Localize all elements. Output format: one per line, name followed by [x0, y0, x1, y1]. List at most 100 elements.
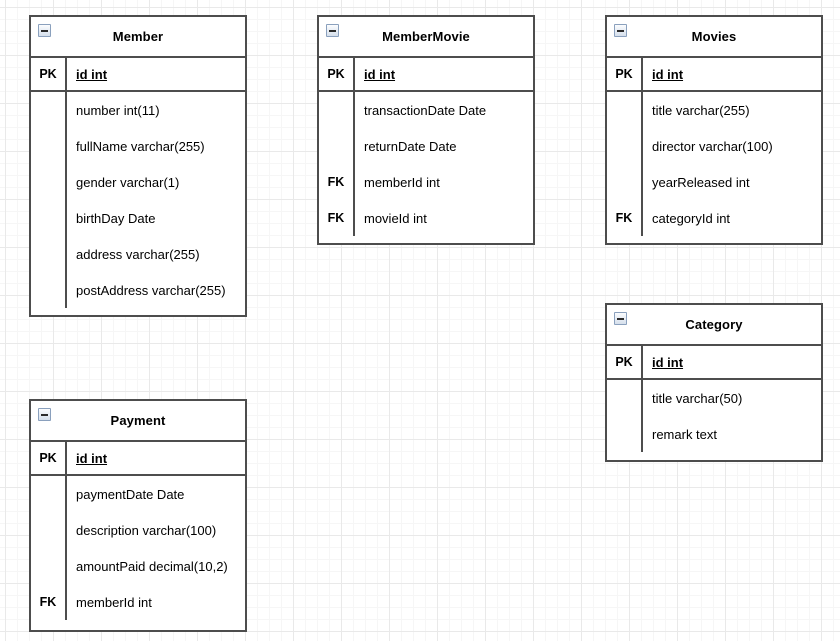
key-indicator	[607, 416, 643, 452]
attribute-name: title varchar(50)	[652, 390, 743, 406]
attribute-name: returnDate Date	[364, 138, 457, 154]
key-indicator: PK	[319, 58, 355, 90]
key-indicator	[607, 380, 643, 416]
entity-title: Movies	[691, 29, 737, 44]
attribute-name: transactionDate Date	[364, 102, 487, 118]
key-indicator: FK	[31, 584, 67, 620]
attribute-row[interactable]: yearReleased int	[607, 164, 821, 200]
attribute-name: movieId int	[364, 210, 427, 226]
key-indicator: FK	[319, 164, 355, 200]
primary-key-row[interactable]: PK id int	[319, 58, 533, 92]
attribute-row[interactable]: director varchar(100)	[607, 128, 821, 164]
entity-attribute-list: PK id int title varchar(255) director varch…	[607, 58, 821, 246]
key-indicator: PK	[607, 346, 643, 378]
entity-attribute-list: PK id int title varchar(50) remark text	[607, 346, 821, 462]
key-indicator: FK	[319, 200, 355, 236]
key-indicator	[607, 92, 643, 128]
key-indicator	[31, 548, 67, 584]
key-indicator	[319, 128, 355, 164]
entity-attribute-list: PK id int paymentDate Date description varc…	[31, 442, 245, 630]
entity-title-bar: MemberMovie	[319, 17, 533, 58]
attribute-name: director varchar(100)	[652, 138, 773, 154]
attribute-name: id int	[652, 66, 684, 82]
attribute-name: paymentDate Date	[76, 486, 185, 502]
attribute-row[interactable]: transactionDate Date	[319, 92, 533, 128]
attribute-name: title varchar(255)	[652, 102, 750, 118]
attribute-row[interactable]: FK movieId int	[319, 200, 533, 236]
attribute-row[interactable]: postAddress varchar(255)	[31, 272, 245, 308]
key-indicator: FK	[607, 200, 643, 236]
attribute-name: id int	[652, 354, 684, 370]
entity-attribute-list: PK id int number int(11) fullName varchar(2…	[31, 58, 245, 318]
attribute-row[interactable]: FK memberId int	[319, 164, 533, 200]
primary-key-row[interactable]: PK id int	[607, 346, 821, 380]
entity-title-bar: Payment	[31, 401, 245, 442]
attribute-row[interactable]: title varchar(50)	[607, 380, 821, 416]
key-indicator	[319, 92, 355, 128]
attribute-name: yearReleased int	[652, 174, 750, 190]
minus-icon[interactable]	[38, 24, 51, 37]
primary-key-row[interactable]: PK id int	[607, 58, 821, 92]
attribute-row[interactable]: number int(11)	[31, 92, 245, 128]
minus-icon[interactable]	[38, 408, 51, 421]
attribute-name: memberId int	[364, 174, 440, 190]
attribute-row[interactable]: title varchar(255)	[607, 92, 821, 128]
entity-title: Member	[112, 29, 164, 44]
entity-title-bar: Category	[607, 305, 821, 346]
attribute-name: gender varchar(1)	[76, 174, 180, 190]
attribute-name: description varchar(100)	[76, 522, 217, 538]
attribute-name: birthDay Date	[76, 210, 156, 226]
attribute-name: id int	[76, 450, 108, 466]
attribute-row[interactable]: amountPaid decimal(10,2)	[31, 548, 245, 584]
attribute-name: amountPaid decimal(10,2)	[76, 558, 228, 574]
key-indicator	[607, 128, 643, 164]
entity-title: Payment	[110, 413, 166, 428]
key-indicator	[31, 236, 67, 272]
key-indicator: PK	[607, 58, 643, 90]
attribute-name: id int	[76, 66, 108, 82]
attribute-row[interactable]: FK memberId int	[31, 584, 245, 620]
attribute-name: postAddress varchar(255)	[76, 282, 226, 298]
primary-key-row[interactable]: PK id int	[31, 58, 245, 92]
key-indicator	[31, 272, 67, 308]
attribute-name: fullName varchar(255)	[76, 138, 205, 154]
primary-key-row[interactable]: PK id int	[31, 442, 245, 476]
key-indicator: PK	[31, 442, 67, 474]
attribute-row[interactable]: returnDate Date	[319, 128, 533, 164]
attribute-row[interactable]: paymentDate Date	[31, 476, 245, 512]
entity-title: MemberMovie	[382, 29, 470, 44]
attribute-row[interactable]: remark text	[607, 416, 821, 452]
attribute-name: id int	[364, 66, 396, 82]
entity-title-bar: Member	[31, 17, 245, 58]
minus-icon[interactable]	[614, 312, 627, 325]
minus-icon[interactable]	[614, 24, 627, 37]
attribute-row[interactable]: birthDay Date	[31, 200, 245, 236]
attribute-row[interactable]: description varchar(100)	[31, 512, 245, 548]
attribute-name: remark text	[652, 426, 718, 442]
attribute-row[interactable]: gender varchar(1)	[31, 164, 245, 200]
key-indicator	[31, 200, 67, 236]
key-indicator: PK	[31, 58, 67, 90]
attribute-row[interactable]: address varchar(255)	[31, 236, 245, 272]
key-indicator	[31, 476, 67, 512]
entity-attribute-list: PK id int transactionDate Date returnDate D…	[319, 58, 533, 246]
key-indicator	[31, 164, 67, 200]
entity-title: Category	[685, 317, 743, 332]
attribute-name: memberId int	[76, 594, 152, 610]
key-indicator	[607, 164, 643, 200]
attribute-row[interactable]: FK categoryId int	[607, 200, 821, 236]
key-indicator	[31, 512, 67, 548]
attribute-name: address varchar(255)	[76, 246, 200, 262]
key-indicator	[31, 128, 67, 164]
attribute-name: number int(11)	[76, 102, 160, 118]
attribute-row[interactable]: fullName varchar(255)	[31, 128, 245, 164]
attribute-name: categoryId int	[652, 210, 731, 226]
key-indicator	[31, 92, 67, 128]
minus-icon[interactable]	[326, 24, 339, 37]
